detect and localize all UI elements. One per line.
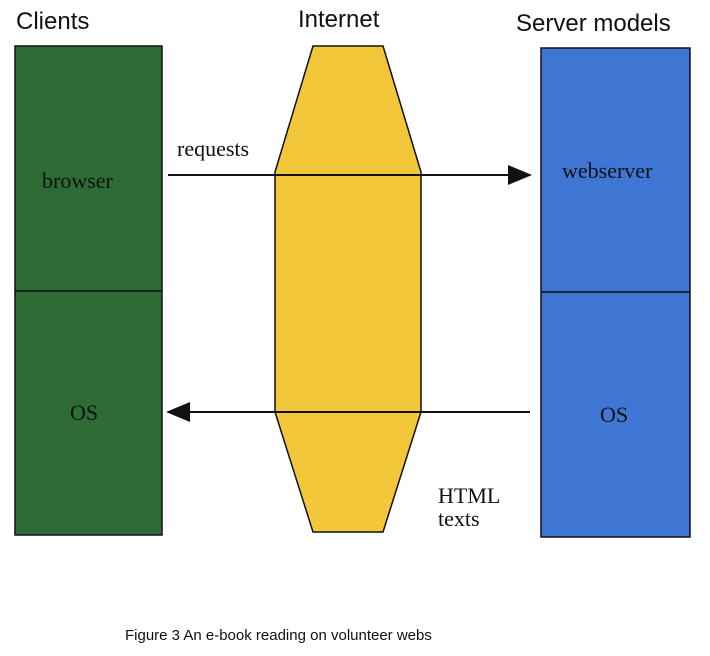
texts-label: texts (438, 506, 480, 531)
browser-label: browser (42, 168, 113, 193)
internet-heading: Internet (298, 6, 380, 33)
html-label: HTML (438, 483, 501, 508)
server-os-label: OS (600, 402, 629, 427)
client-os-label: OS (70, 400, 99, 425)
clients-heading: Clients (16, 8, 90, 35)
webserver-label: webserver (562, 158, 653, 183)
server-heading: Server models (516, 10, 671, 37)
figure-caption: Figure 3 An e-book reading on volunteer … (125, 627, 432, 644)
requests-label: requests (177, 136, 250, 161)
internet-shape (274, 45, 422, 533)
